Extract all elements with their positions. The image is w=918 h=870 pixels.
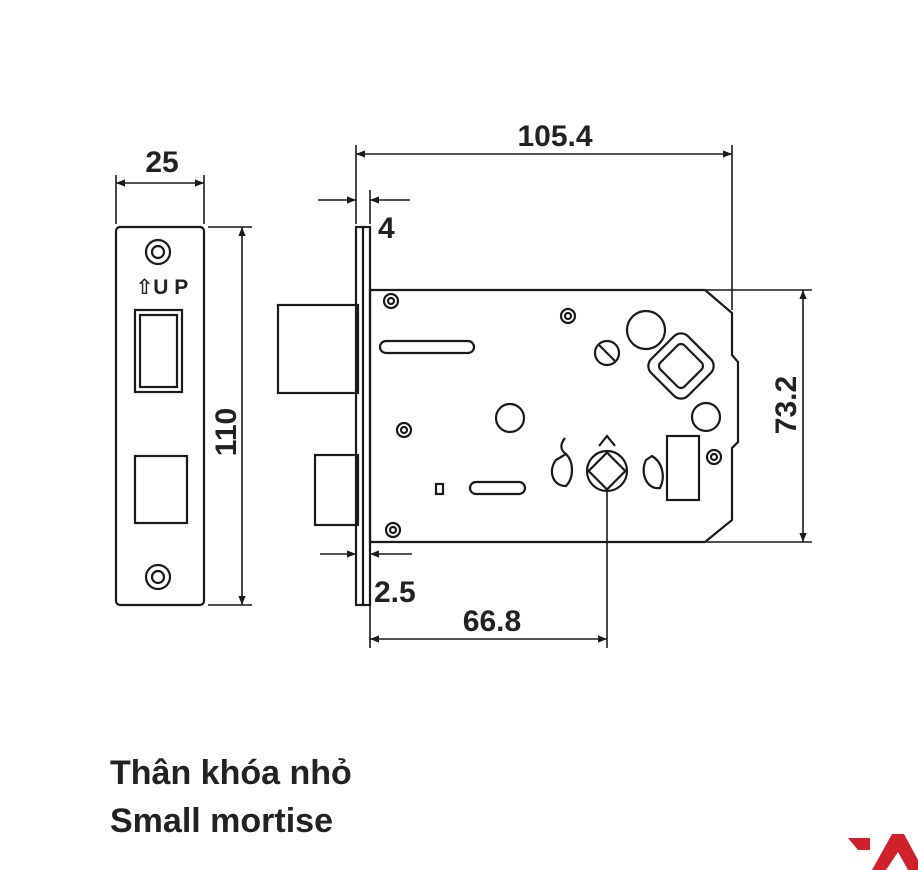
dim-faceplate-width: 25 xyxy=(145,146,178,179)
bolt-slot xyxy=(468,480,527,496)
top-screw-hole xyxy=(144,238,172,266)
case-screw xyxy=(559,307,577,325)
dim-backset: 66.8 xyxy=(463,605,521,638)
body-length-dimension xyxy=(355,145,733,310)
case-screw xyxy=(705,448,723,466)
faceplate-front-view xyxy=(114,225,206,607)
case-screw xyxy=(382,292,400,310)
dim-body-height: 73.2 xyxy=(770,376,803,434)
latch-opening xyxy=(133,308,184,394)
latch-opening-inner xyxy=(138,313,179,389)
stop-block xyxy=(665,434,701,502)
faceplate-height-dimension xyxy=(208,226,252,606)
caption-english: Small mortise xyxy=(110,802,333,840)
lock-body-side-view xyxy=(276,225,740,607)
cam-lug-left xyxy=(550,452,574,488)
upper-stud xyxy=(625,309,667,351)
cam-lug-right xyxy=(642,454,664,490)
caption-vietnamese: Thân khóa nhỏ xyxy=(110,754,352,792)
lever-pivot xyxy=(593,339,621,367)
body-height-dimension xyxy=(706,289,812,543)
backset-dimension xyxy=(369,490,608,648)
round-stud xyxy=(494,402,526,434)
lower-stud xyxy=(690,401,722,433)
cylinder-cam xyxy=(585,434,629,493)
deadbolt-opening xyxy=(133,454,189,525)
case-screw xyxy=(384,521,402,539)
latch-slot xyxy=(378,339,476,355)
up-marking: ⇧U P xyxy=(136,276,189,299)
dim-faceplate-height: 110 xyxy=(210,408,243,456)
dim-plate-thickness: 4 xyxy=(378,212,395,245)
dim-plate-offset: 2.5 xyxy=(374,576,416,609)
plate-thickness-dimension xyxy=(318,190,410,224)
case-body xyxy=(368,288,740,544)
top-screw-inner xyxy=(150,244,166,260)
faceplate-outline xyxy=(114,225,206,607)
follower-hub xyxy=(647,332,715,400)
bottom-screw-hole xyxy=(144,563,172,591)
bottom-screw-inner xyxy=(150,569,166,585)
case-screw xyxy=(395,421,413,439)
brand-logo-mark xyxy=(848,834,918,870)
dim-body-length: 105.4 xyxy=(517,120,592,153)
faceplate-width-dimension xyxy=(115,175,205,224)
dead-bolt xyxy=(313,453,360,527)
small-square xyxy=(434,482,445,496)
latch-bolt xyxy=(276,303,360,395)
